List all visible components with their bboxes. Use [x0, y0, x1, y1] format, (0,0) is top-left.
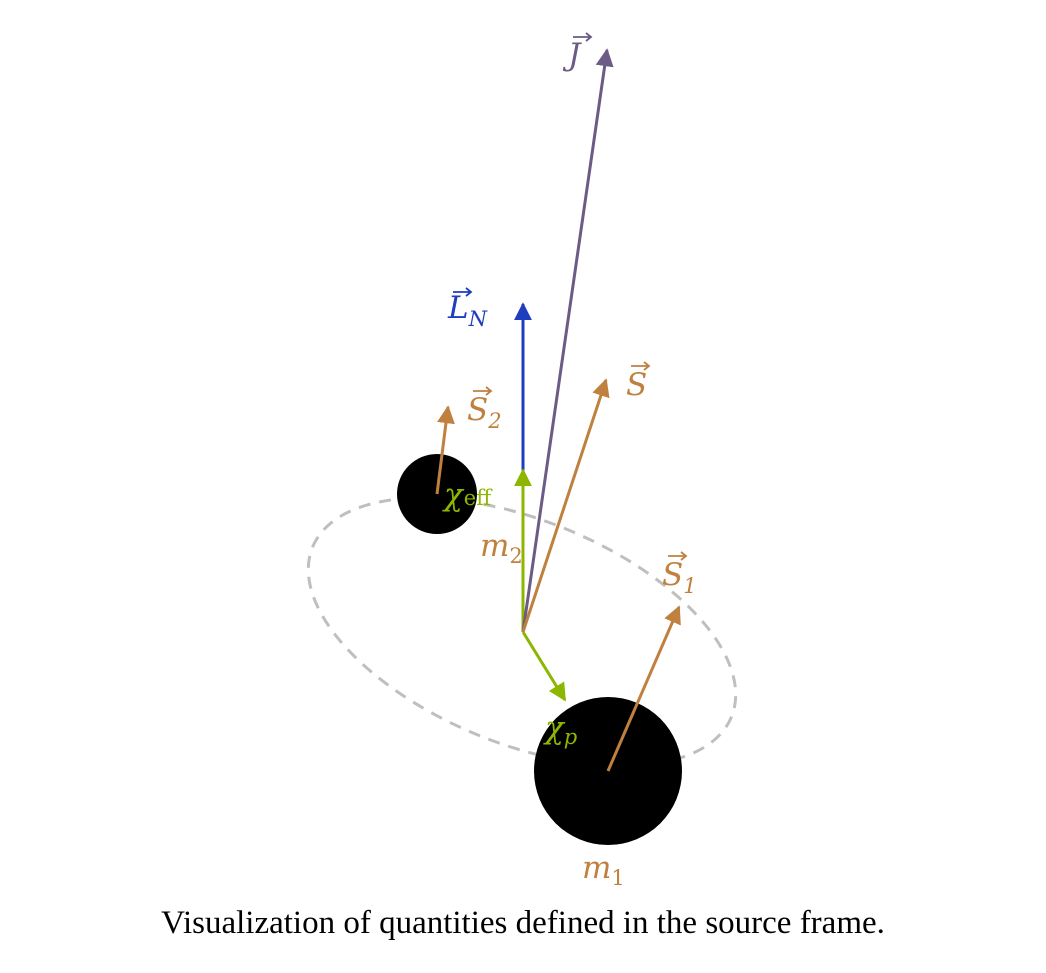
label-L-N: LN — [447, 287, 488, 331]
label-S1: S1 — [662, 551, 697, 598]
label-m2: m2 — [480, 528, 523, 568]
figure-caption: Visualization of quantities defined in t… — [161, 905, 885, 941]
svg-text:S1: S1 — [662, 557, 697, 598]
svg-text:LN: LN — [447, 290, 488, 331]
vector-J — [521, 48, 614, 633]
svg-text:S: S — [626, 367, 647, 403]
vector-arrow-icon — [631, 361, 651, 371]
label-m1: m1 — [582, 850, 625, 890]
vector-S1 — [606, 605, 681, 772]
vector-S — [521, 378, 610, 633]
vector-arrow-icon — [473, 386, 493, 396]
label-S: S — [626, 361, 651, 403]
vector-S2 — [435, 405, 455, 495]
vector-arrow-icon — [453, 287, 473, 297]
label-S2: S2 — [467, 386, 502, 433]
vector-chi-p — [521, 631, 567, 702]
vector-arrow-icon — [573, 32, 593, 42]
label-chi-eff: χeff — [442, 477, 493, 513]
svg-text:S2: S2 — [467, 392, 502, 433]
svg-text:J: J — [562, 37, 582, 73]
label-J: J — [562, 32, 593, 73]
label-chi-p: χp — [543, 710, 577, 749]
orbit-ellipse — [306, 496, 738, 768]
vector-arrow-icon — [668, 551, 688, 561]
